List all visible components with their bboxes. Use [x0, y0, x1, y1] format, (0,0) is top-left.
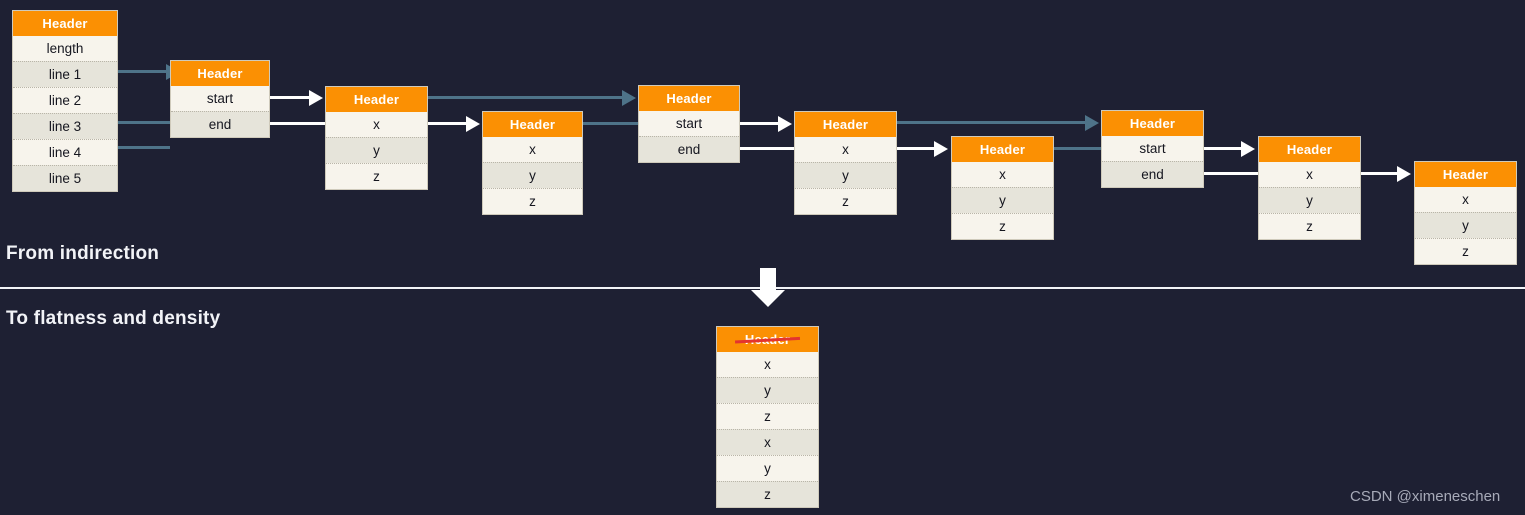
struct-field-row: z	[483, 188, 582, 214]
struct-field-row: end	[1102, 161, 1203, 187]
connector-arrowhead-icon	[1241, 140, 1255, 157]
struct-box-header-label: Header	[1442, 167, 1489, 182]
struct-field-row: line 1	[13, 61, 117, 87]
struct-box-header-label: Header	[42, 16, 88, 31]
connector-line	[897, 121, 1087, 124]
struct-field-row: y	[952, 187, 1053, 213]
struct-field-row: x	[483, 137, 582, 162]
struct-box-header-label: Header	[822, 117, 869, 132]
struct-field-row: start	[171, 86, 269, 111]
connector-line	[118, 121, 170, 124]
struct-field-row: y	[1415, 212, 1516, 238]
struct-box-header: Header	[13, 11, 117, 36]
struct-field-row: y	[326, 137, 427, 163]
connector-line	[583, 122, 638, 125]
struct-box-header: Header	[717, 327, 818, 352]
connector-line	[1204, 147, 1243, 150]
struct-field-row: y	[717, 455, 818, 481]
connector-arrowhead-icon	[622, 89, 636, 106]
struct-box-header: Header	[483, 112, 582, 137]
transition-down-arrow	[751, 268, 785, 307]
struct-box-header-label: Header	[353, 92, 400, 107]
connector-line	[118, 146, 170, 149]
struct-field-row: length	[13, 36, 117, 61]
connector-line	[428, 96, 624, 99]
connector-arrowhead-icon	[1085, 114, 1099, 131]
arrow-head	[751, 290, 785, 307]
caption-to-flatness: To flatness and density	[6, 308, 221, 329]
struct-box-header-label: Header	[1286, 142, 1333, 157]
struct-field-row: line 5	[13, 165, 117, 191]
connector-line	[897, 147, 936, 150]
struct-field-row: z	[1415, 238, 1516, 264]
struct-field-row: z	[717, 481, 818, 507]
struct-box-header: Header	[639, 86, 739, 111]
struct-box-header-label: Header	[979, 142, 1026, 157]
connector-line	[428, 122, 468, 125]
watermark-label: CSDN @ximeneschen	[1350, 488, 1501, 505]
struct-field-row: y	[483, 162, 582, 188]
connector-arrowhead-icon	[778, 115, 792, 132]
caption-from-indirection: From indirection	[6, 243, 160, 264]
connector-line	[740, 147, 794, 150]
struct-field-row: z	[952, 213, 1053, 239]
struct-box-header: Header	[171, 61, 269, 86]
struct-field-row: x	[795, 137, 896, 162]
struct-field-row: line 3	[13, 113, 117, 139]
struct-field-row: x	[717, 352, 818, 377]
struct-field-row: x	[1259, 162, 1360, 187]
struct-field-row: y	[717, 377, 818, 403]
connector-line	[118, 70, 168, 73]
struct-field-row: y	[1259, 187, 1360, 213]
struct-field-row: z	[1259, 213, 1360, 239]
struct-field-row: z	[326, 163, 427, 189]
struct-field-row: x	[952, 162, 1053, 187]
struct-box-header: Header	[795, 112, 896, 137]
struct-field-row: x	[326, 112, 427, 137]
struct-field-row: z	[717, 403, 818, 429]
struct-field-row: x	[717, 429, 818, 455]
struct-field-row: x	[1415, 187, 1516, 212]
struct-field-row: z	[795, 188, 896, 214]
connector-line	[1361, 172, 1399, 175]
struct-field-row: start	[1102, 136, 1203, 161]
connector-arrowhead-icon	[466, 115, 480, 132]
connector-arrowhead-icon	[309, 89, 323, 106]
connector-arrowhead-icon	[934, 140, 948, 157]
struct-field-row: start	[639, 111, 739, 136]
struct-box-header: Header	[952, 137, 1053, 162]
arrow-shaft	[760, 268, 776, 290]
connector-line	[270, 122, 325, 125]
struct-box-header: Header	[1415, 162, 1516, 187]
struct-box-header: Header	[1102, 111, 1203, 136]
struct-box-header: Header	[1259, 137, 1360, 162]
connector-line	[740, 122, 780, 125]
connector-line	[1054, 147, 1101, 150]
connector-arrowhead-icon	[1397, 165, 1411, 182]
connector-line	[270, 96, 311, 99]
struct-box-header-label: Header	[666, 91, 712, 106]
struct-field-row: line 4	[13, 139, 117, 165]
struct-field-row: y	[795, 162, 896, 188]
struct-box-header-label: Header	[1129, 116, 1176, 131]
struct-box-header: Header	[326, 87, 427, 112]
struct-field-row: end	[171, 111, 269, 137]
struct-box-header-label: Header	[509, 117, 556, 132]
connector-line	[1204, 172, 1258, 175]
struct-box-header-label: Header	[197, 66, 243, 81]
struct-field-row: end	[639, 136, 739, 162]
struct-field-row: line 2	[13, 87, 117, 113]
